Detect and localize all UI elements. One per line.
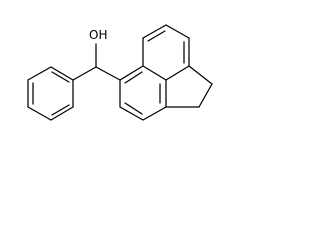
ring-double-bond-a2 [124, 102, 143, 115]
ring-bond-a1 [119, 65, 144, 81]
hydroxyl-label: OH [89, 28, 107, 42]
carbinol-to-ring-bond [95, 66, 121, 81]
acenaphthene-system [119, 24, 213, 121]
ring-double-bond-a1 [124, 71, 143, 84]
phenyl-double-bond-1 [51, 71, 70, 83]
ring-double-bond-b1 [147, 30, 166, 42]
phenyl-bond-1 [50, 66, 74, 81]
phenyl-to-carbinol-bond [72, 66, 97, 81]
ring-bond-b2 [142, 24, 167, 39]
ring-bond-a4 [142, 106, 167, 121]
ethano-bridge-bond-2 [198, 83, 213, 108]
carbinol-center: OH [72, 28, 121, 81]
phenyl-bond-6 [27, 66, 52, 81]
ethano-bridge-bond-1 [188, 65, 213, 85]
ring-bond-b3 [165, 24, 190, 39]
molecule-structure: OH [27, 24, 213, 121]
ring-bond-a5 [119, 106, 144, 121]
ring-bond-a2 [142, 65, 167, 81]
phenyl-ring [27, 66, 74, 121]
phenyl-bond-3 [50, 106, 74, 121]
phenyl-double-bond-2 [51, 104, 70, 116]
phenyl-bond-4 [27, 106, 52, 121]
ring-bond-b5 [165, 65, 190, 81]
